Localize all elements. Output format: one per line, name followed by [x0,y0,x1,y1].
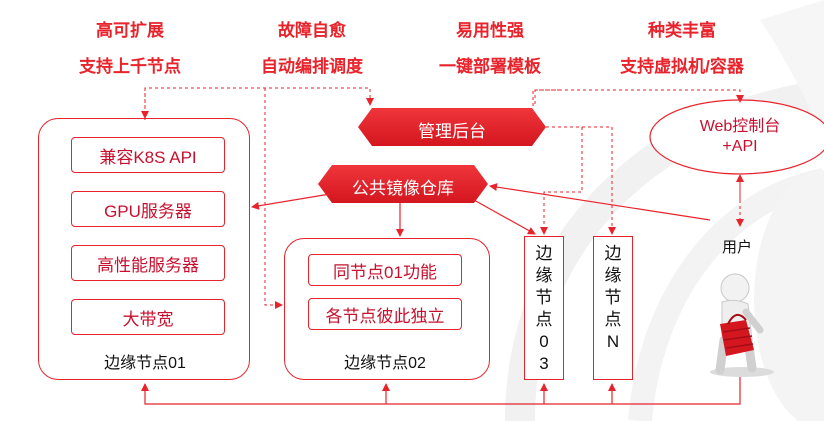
edge03-char: 点 [535,310,553,329]
edge01-item-k8s: 兼容K8S API [71,137,225,173]
web-console-label[interactable]: Web控制台 +API [680,117,800,157]
edge03-char: 0 [539,332,549,351]
edge-node-n: 边 缘 节 点 N [593,236,633,380]
headline-usability-subtitle: 一键部署模板 [439,57,541,76]
edge01-item-bandwidth: 大带宽 [71,299,225,335]
user-label: 用户 [722,239,753,256]
edge01-caption: 边缘节点01 [104,355,186,372]
headline-selfheal-subtitle: 自动编排调度 [261,57,363,76]
edgeN-char: N [606,332,620,351]
admin-label[interactable]: 管理后台 [418,122,486,141]
edge02-caption: 边缘节点02 [344,355,426,372]
edge01-item-gpu: GPU服务器 [71,191,225,227]
headline-variety-subtitle: 支持虚拟机/容器 [620,57,744,76]
web-console-line2: +API [722,138,758,155]
admin-hexagon [358,108,546,146]
headline-scalability-title: 高可扩展 [96,21,164,40]
edge03-char: 边 [535,244,553,263]
headline-variety-title: 种类丰富 [648,21,716,40]
edgeN-char: 缘 [604,266,622,285]
edge-node-03: 边 缘 节 点 0 3 [524,236,564,380]
edgeN-char: 边 [604,244,622,263]
headline-selfheal-title: 故障自愈 [278,21,346,40]
edge03-char: 缘 [535,266,553,285]
registry-hexagon [318,165,488,203]
registry-label[interactable]: 公共镜像仓库 [352,179,454,198]
headline-scalability-subtitle: 支持上千节点 [79,57,181,76]
headline-usability-title: 易用性强 [456,21,524,40]
edge01-item-hpc: 高性能服务器 [71,245,225,281]
web-console-line1: Web控制台 [699,118,781,135]
user-figure-icon [710,273,774,377]
edge02-item-independent: 各节点彼此独立 [308,298,462,330]
edgeN-char: 点 [604,310,622,329]
edge03-char: 3 [539,354,549,373]
edge03-char: 节 [535,288,553,307]
edgeN-char: 节 [604,288,622,307]
edge02-item-same: 同节点01功能 [308,254,462,286]
